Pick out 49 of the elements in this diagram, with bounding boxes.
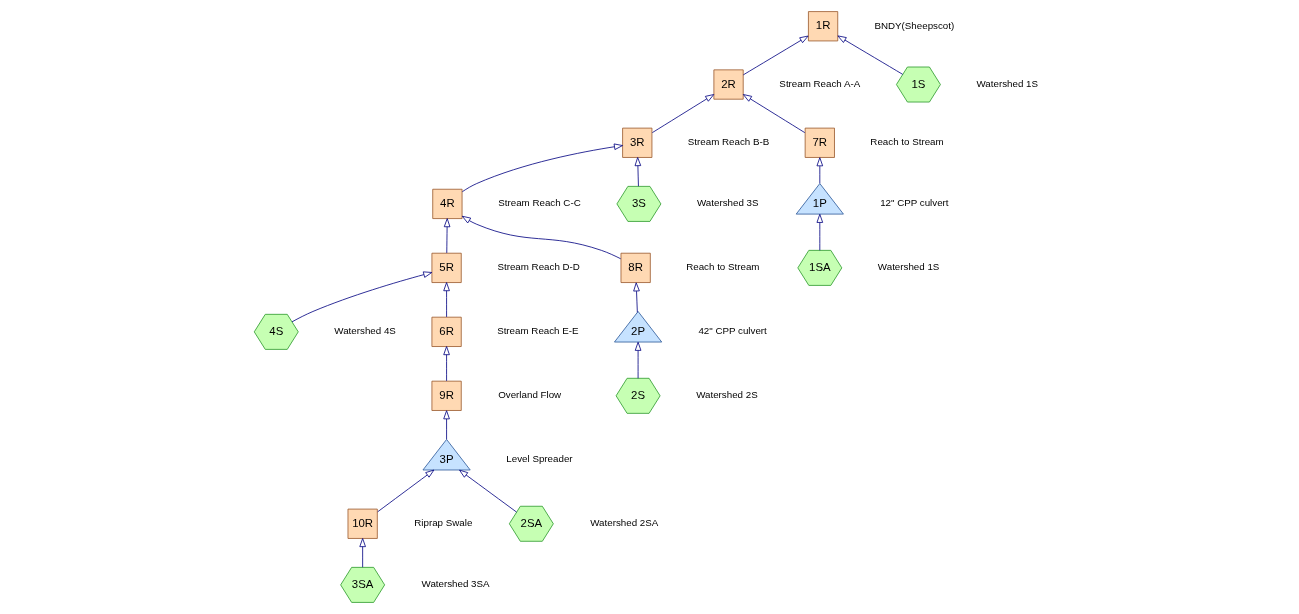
node-label: Riprap Swale bbox=[414, 517, 473, 529]
node-label: Watershed 1S bbox=[976, 78, 1039, 90]
arrow bbox=[634, 341, 642, 379]
arrow bbox=[443, 282, 450, 318]
node-label: Stream Reach C-C bbox=[498, 197, 581, 209]
node-label: Watershed 4S bbox=[334, 325, 396, 337]
node-label: BNDY(Sheepscot) bbox=[874, 19, 955, 31]
node-label: Watershed 3S bbox=[696, 197, 759, 209]
node-label: Stream Reach E-E bbox=[497, 325, 579, 337]
node-box: 8R bbox=[620, 252, 651, 283]
node-label: Stream Reach B-B bbox=[687, 136, 770, 148]
arrow bbox=[377, 469, 435, 513]
node-label: Reach to Stream bbox=[686, 261, 760, 273]
node-box: 5R bbox=[431, 252, 462, 283]
arrow bbox=[742, 94, 806, 134]
arrow bbox=[634, 157, 642, 187]
node-label: Watershed 2SA bbox=[590, 517, 659, 529]
arrow bbox=[651, 94, 715, 134]
arrow bbox=[359, 538, 366, 568]
arrow bbox=[742, 35, 809, 76]
arrow bbox=[816, 213, 824, 251]
arrow bbox=[443, 218, 451, 254]
node-label: Stream Reach D-D bbox=[497, 261, 580, 273]
node-label: 42" CPP culvert bbox=[698, 325, 767, 337]
arrow bbox=[291, 271, 433, 323]
arrow bbox=[633, 282, 640, 313]
node-label: Stream Reach A-A bbox=[779, 78, 861, 90]
node-label: Reach to Stream bbox=[870, 136, 944, 148]
node-box: 1R bbox=[808, 11, 839, 42]
node-label: Level Spreader bbox=[506, 453, 573, 465]
arrow bbox=[459, 469, 517, 513]
arrow bbox=[443, 346, 450, 382]
node-label: Watershed 3SA bbox=[421, 578, 490, 590]
node-box: 7R bbox=[804, 127, 835, 158]
node-box: 10R bbox=[347, 508, 378, 539]
node-label: 12" CPP culvert bbox=[880, 197, 949, 209]
node-box: 3R bbox=[622, 127, 653, 158]
arrow bbox=[461, 143, 623, 193]
node-box: 6R bbox=[431, 316, 462, 347]
node-label: Watershed 2S bbox=[696, 389, 758, 401]
arrow bbox=[443, 410, 450, 440]
node-box: 2R bbox=[713, 69, 744, 100]
node-box: 4R bbox=[432, 188, 463, 219]
node-box: 9R bbox=[431, 380, 462, 411]
node-label: Overland Flow bbox=[498, 389, 562, 401]
arrow bbox=[816, 157, 824, 184]
node-label: Watershed 1S bbox=[877, 261, 940, 273]
arrow bbox=[837, 35, 904, 75]
arrow bbox=[461, 215, 622, 260]
